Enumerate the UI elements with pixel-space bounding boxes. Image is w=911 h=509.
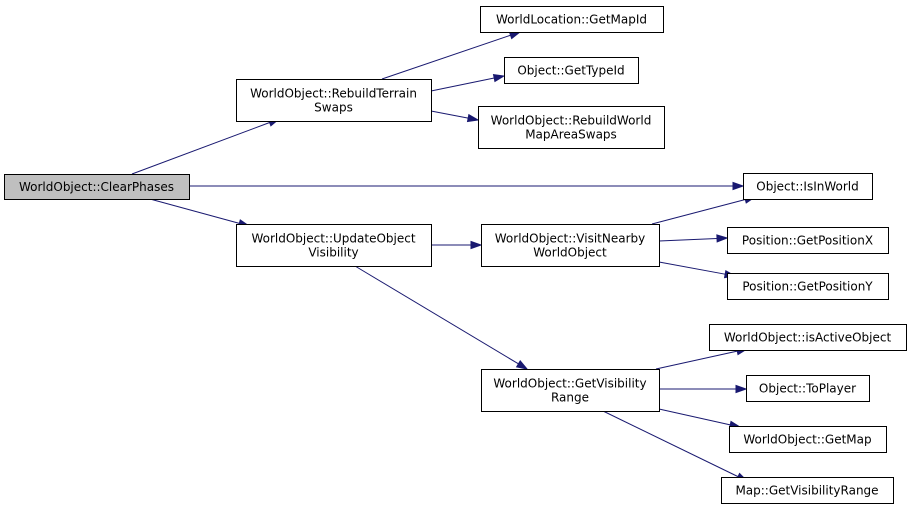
node-label-line: Range — [551, 391, 589, 405]
node-clear-phases[interactable]: WorldObject::ClearPhases — [4, 174, 190, 200]
node-label-line: Position::GetPositionX — [742, 234, 873, 248]
node-box — [727, 227, 889, 254]
node-label-line: WorldObject::GetMap — [743, 433, 871, 447]
arrowhead-icon — [716, 234, 729, 243]
edge-line — [602, 410, 739, 478]
node-label-line: Object::IsInWorld — [756, 180, 859, 194]
edge-line — [658, 237, 718, 242]
edge-rebuild-terrain-swaps-to-rebuild-world-map-area-swaps — [430, 110, 480, 123]
arrowhead-icon — [470, 240, 483, 250]
edge-line — [655, 350, 738, 370]
node-to-player[interactable]: Object::ToPlayer — [746, 375, 870, 402]
edge-line — [658, 261, 726, 275]
node-get-visibility-range[interactable]: WorldObject::GetVisibilityRange — [481, 369, 660, 412]
edge-visit-nearby-world-object-to-get-position-y — [658, 261, 737, 279]
node-label-line: WorldObject::RebuildTerrain — [250, 87, 417, 101]
node-label-line: WorldObject::UpdateObject — [251, 232, 415, 246]
node-get-map-id[interactable]: WorldLocation::GetMapId — [480, 6, 664, 33]
node-label-line: WorldObject::GetVisibility — [493, 377, 646, 391]
node-label-line: WorldObject::isActiveObject — [724, 331, 892, 345]
arrowhead-icon — [735, 384, 748, 394]
nodes-layer: WorldObject::ClearPhases WorldObject::Reb… — [4, 6, 907, 504]
edge-line — [658, 408, 731, 426]
edge-line — [354, 265, 519, 365]
node-label-line: Swaps — [314, 101, 353, 115]
node-box — [481, 369, 660, 412]
node-box — [480, 6, 664, 33]
edge-line — [651, 199, 746, 225]
node-get-position-x[interactable]: Position::GetPositionX — [727, 227, 889, 254]
node-box — [721, 477, 894, 504]
node-label-line: Object::ToPlayer — [759, 382, 856, 396]
node-label-line: Object::GetTypeId — [517, 64, 624, 78]
edge-get-visibility-range-to-get-map — [658, 408, 742, 429]
arrowhead-icon — [466, 113, 480, 123]
node-box — [504, 57, 639, 84]
edge-rebuild-terrain-swaps-to-get-map-id — [381, 31, 522, 80]
edge-line — [149, 198, 240, 224]
edge-visit-nearby-world-object-to-get-position-x — [658, 234, 729, 243]
edge-line — [381, 34, 511, 80]
edge-visit-nearby-world-object-to-is-in-world — [651, 195, 757, 225]
edges-layer — [131, 31, 757, 482]
edge-line — [131, 122, 270, 175]
edge-rebuild-terrain-swaps-to-get-type-id — [430, 73, 506, 92]
node-label-line: WorldObject::RebuildWorld — [491, 114, 652, 128]
edge-line — [430, 110, 469, 119]
node-label-line: WorldObject::ClearPhases — [19, 180, 174, 194]
node-label-line: Position::GetPositionY — [742, 280, 873, 294]
node-get-position-y[interactable]: Position::GetPositionY — [727, 273, 889, 300]
node-box — [729, 426, 887, 453]
node-map-get-visibility-range[interactable]: Map::GetVisibilityRange — [721, 477, 894, 504]
node-label-line: Map::GetVisibilityRange — [735, 484, 878, 498]
node-label-line: WorldObject::VisitNearby — [495, 232, 646, 246]
node-box — [4, 174, 190, 200]
edge-get-visibility-range-to-to-player — [659, 384, 748, 394]
node-box — [727, 273, 889, 300]
node-label-line: MapAreaSwaps — [525, 128, 617, 142]
node-box — [709, 324, 907, 351]
node-get-type-id[interactable]: Object::GetTypeId — [504, 57, 639, 84]
node-box — [478, 106, 665, 149]
node-box — [746, 375, 870, 402]
arrowhead-icon — [492, 73, 506, 83]
arrowhead-icon — [515, 359, 529, 370]
edge-line — [430, 77, 495, 92]
edge-update-object-visibility-to-visit-nearby-world-object — [431, 240, 483, 250]
node-get-map[interactable]: WorldObject::GetMap — [729, 426, 887, 453]
edge-clear-phases-to-is-in-world — [189, 181, 745, 191]
node-box — [743, 173, 873, 200]
node-box — [236, 224, 432, 267]
edge-clear-phases-to-rebuild-terrain-swaps — [131, 118, 281, 175]
edge-update-object-visibility-to-get-visibility-range — [354, 265, 529, 370]
node-label-line: WorldObject — [533, 246, 607, 260]
node-is-active-object[interactable]: WorldObject::isActiveObject — [709, 324, 907, 351]
edge-get-visibility-range-to-map-get-visibility-range — [602, 410, 749, 482]
node-box — [481, 224, 660, 267]
node-box — [236, 79, 432, 122]
edge-clear-phases-to-update-object-visibility — [149, 198, 251, 228]
node-label-line: Visibility — [308, 246, 358, 260]
node-label-line: WorldLocation::GetMapId — [496, 13, 647, 27]
arrowhead-icon — [732, 181, 745, 191]
node-is-in-world[interactable]: Object::IsInWorld — [743, 173, 873, 200]
